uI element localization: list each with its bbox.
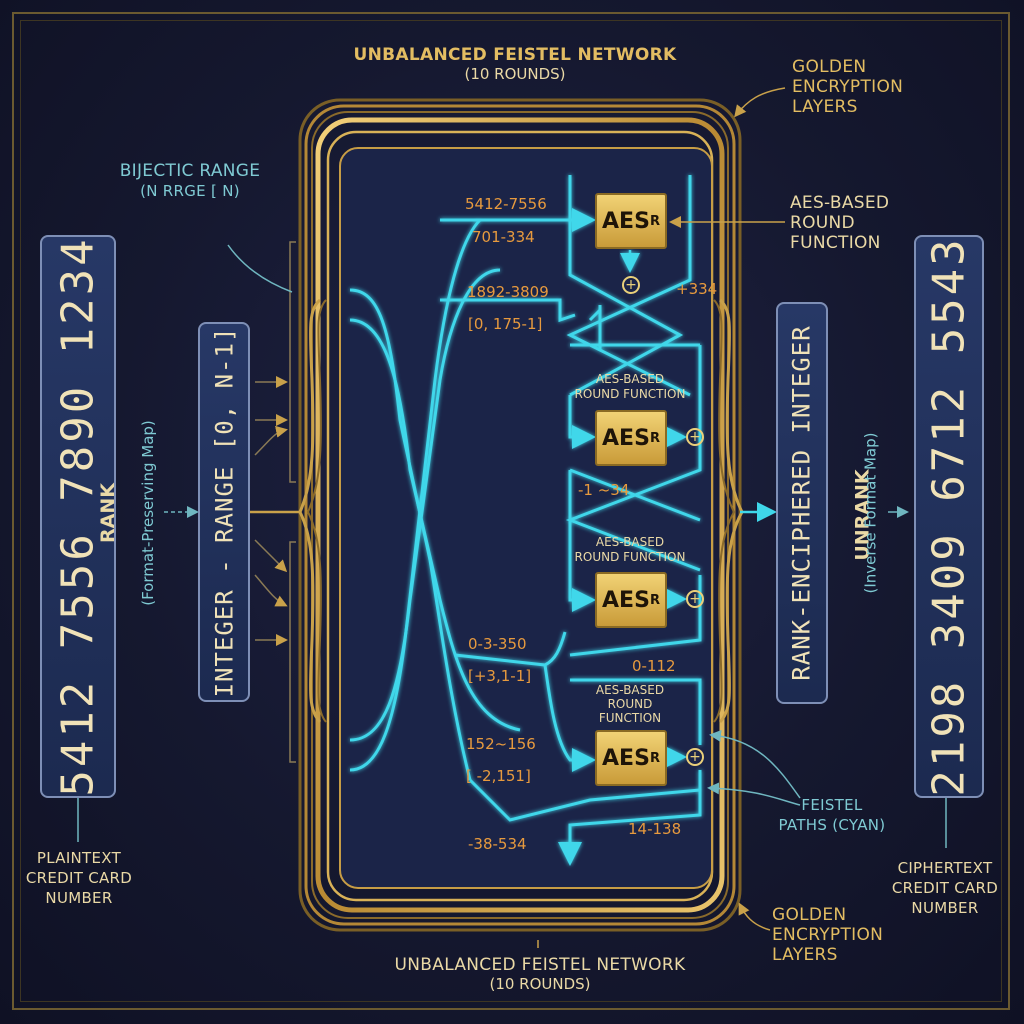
annotation-arrows — [669, 87, 786, 931]
rank-enciphered-panel: RANK-ENCIPHERED INTEGER — [776, 302, 828, 704]
integer-range-panel: INTEGER - RANGE [0, N-1] — [198, 322, 250, 702]
path-value: 0-112 — [632, 657, 676, 675]
rank-label: RANK — [96, 483, 119, 543]
path-value: [0, 175-1] — [468, 315, 543, 333]
rank-sublabel: (Format-Preserving Map) — [138, 420, 157, 606]
input-brackets — [245, 241, 300, 763]
path-value: 14-138 — [628, 820, 682, 838]
inner-frame — [20, 20, 1002, 1002]
xor-icon: + — [622, 276, 640, 294]
ciphertext-card-panel: 2198 3409 6712 5543 — [914, 235, 984, 798]
path-value: -38-534 — [468, 835, 527, 853]
feistel-paths — [349, 175, 702, 866]
path-value: 1892-3809 — [467, 283, 549, 301]
xor-icon: + — [686, 590, 704, 608]
path-value: 0-3-350 — [468, 635, 527, 653]
title-top: UNBALANCED FEISTEL NETWORK — [353, 45, 677, 65]
cyan-annotation-arrows — [77, 244, 947, 948]
unrank-sublabel: (Inverse Format Map) — [861, 432, 880, 594]
ciphertext-card-number: 2198 3409 6712 5543 — [923, 236, 975, 797]
bijective-range-label: BIJECTIC RANGE(N RRGE [ N) — [119, 161, 261, 200]
rank-enciphered-label: RANK-ENCIPHERED INTEGER — [788, 325, 816, 681]
integer-range-label: INTEGER - RANGE [0, N-1] — [210, 326, 238, 698]
path-value: 701-334 — [472, 228, 535, 246]
path-value: -1 ~34 — [578, 481, 630, 499]
path-value: 152~156 — [466, 735, 536, 753]
round-connectors — [620, 250, 687, 767]
subtitle-top: (10 ROUNDS) — [464, 65, 566, 83]
xor-icon: + — [686, 748, 704, 766]
plaintext-card-panel: 5412 7556 7890 1234 — [40, 235, 116, 798]
subtitle-bottom: (10 ROUNDS) — [489, 975, 591, 993]
rank-sub-group: (Format-Preserving Map) — [139, 390, 180, 640]
title-bottom: UNBALANCED FEISTEL NETWORK — [394, 955, 686, 975]
path-value: +334 — [676, 280, 718, 298]
path-value: [ -2,151] — [466, 767, 531, 785]
plaintext-card-number: 5412 7556 7890 1234 — [52, 236, 104, 797]
unrank-sub-group: (Inverse Format Map) — [862, 400, 898, 630]
path-value: [+3,1-1] — [468, 667, 532, 685]
golden-encryption-layers — [298, 98, 742, 932]
outer-frame — [12, 12, 1010, 1010]
path-value: 5412-7556 — [465, 195, 547, 213]
xor-icon: + — [686, 428, 704, 446]
